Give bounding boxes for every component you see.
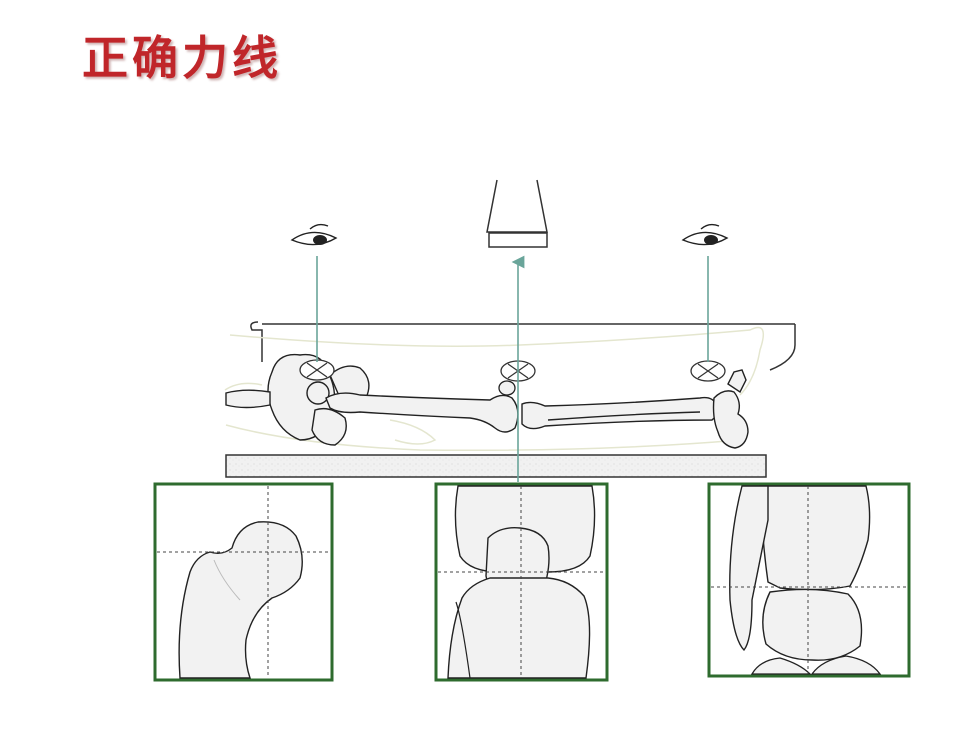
knee-inset bbox=[434, 482, 609, 682]
marker-hip bbox=[299, 359, 335, 381]
patella bbox=[498, 380, 516, 396]
eye-icon-left bbox=[290, 223, 338, 246]
tibia-fibula bbox=[521, 396, 718, 430]
beam-lines bbox=[316, 255, 709, 482]
slide-title: 正确力线 bbox=[82, 31, 282, 85]
hip-inset bbox=[153, 482, 334, 682]
xray-source-icon bbox=[486, 179, 548, 248]
marker-ankle bbox=[690, 360, 726, 382]
body-outline bbox=[224, 326, 765, 452]
foot bbox=[712, 369, 749, 449]
femur bbox=[306, 381, 519, 433]
patient-table bbox=[225, 321, 796, 478]
ankle-inset bbox=[707, 482, 911, 678]
eye-icon-right bbox=[681, 223, 729, 246]
